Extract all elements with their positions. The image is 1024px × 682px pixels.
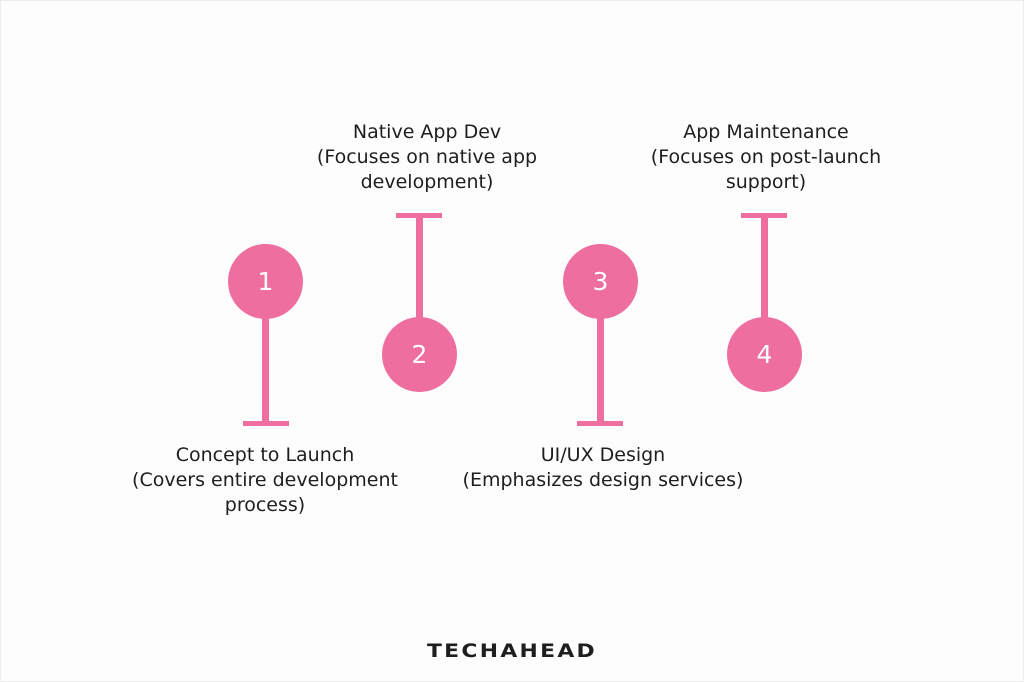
- step-1-title: Concept to Launch: [175, 444, 355, 466]
- step-2-circle: 2: [382, 317, 457, 392]
- step-4-desc-line1: (Focuses on post-launch: [650, 146, 882, 168]
- step-3-circle: 3: [563, 244, 638, 319]
- step-4-number: 4: [756, 340, 773, 369]
- step-4-label: App Maintenance (Focuses on post-launch …: [606, 120, 926, 195]
- step-1-connector: [262, 315, 269, 425]
- step-4-desc-line2: support): [725, 171, 807, 193]
- step-3-number: 3: [592, 267, 609, 296]
- step-1-desc-line2: process): [224, 494, 306, 516]
- step-4-connector: [761, 215, 768, 325]
- step-2-number: 2: [411, 340, 428, 369]
- step-2-connector: [416, 215, 423, 325]
- step-1-circle: 1: [228, 244, 303, 319]
- step-4-cap: [741, 213, 787, 218]
- step-2-desc-line1: (Focuses on native app: [316, 146, 538, 168]
- step-1-desc-line1: (Covers entire development: [132, 469, 398, 491]
- step-2-label: Native App Dev (Focuses on native app de…: [267, 120, 587, 195]
- step-1-number: 1: [257, 267, 274, 296]
- step-4-title: App Maintenance: [683, 121, 849, 143]
- step-2-title: Native App Dev: [352, 121, 502, 143]
- step-3-connector: [597, 315, 604, 425]
- step-1-label: Concept to Launch (Covers entire develop…: [105, 443, 425, 518]
- step-3-cap: [577, 421, 623, 426]
- step-1-cap: [243, 421, 289, 426]
- step-4-circle: 4: [727, 317, 802, 392]
- step-3-label: UI/UX Design (Emphasizes design services…: [443, 443, 763, 493]
- step-3-title: UI/UX Design: [540, 444, 666, 466]
- step-2-cap: [396, 213, 442, 218]
- step-2-desc-line2: development): [360, 171, 494, 193]
- step-3-desc-line1: (Emphasizes design services): [462, 469, 744, 491]
- techahead-logo: TECHAHEAD: [426, 640, 598, 662]
